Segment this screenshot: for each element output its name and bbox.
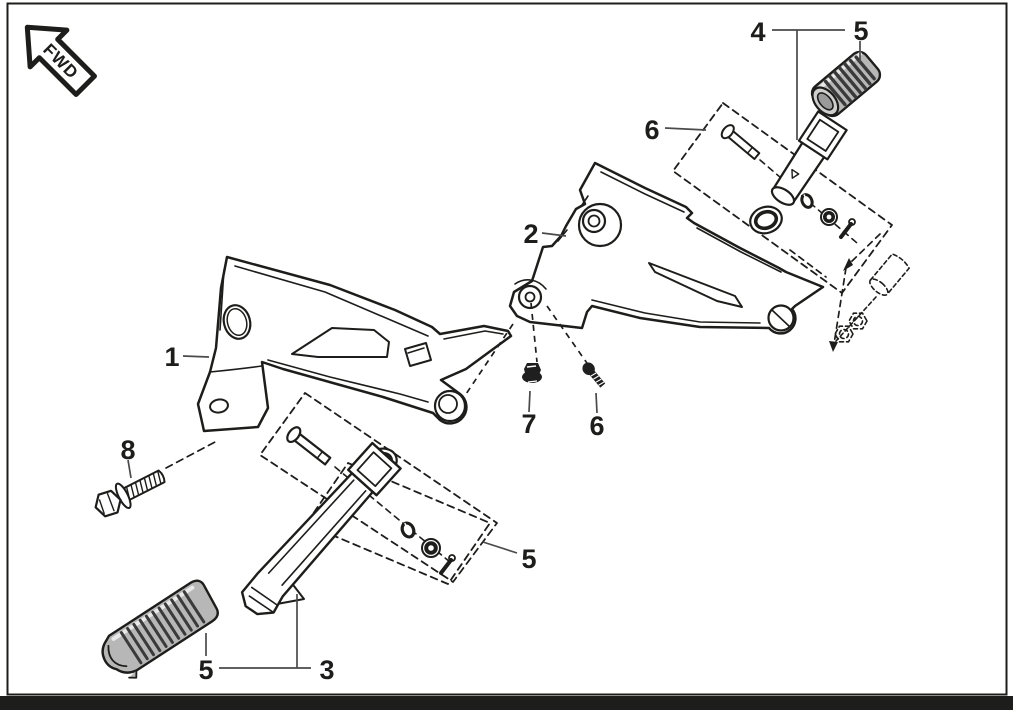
left-bracket-oval-hole xyxy=(222,304,252,340)
phantom-boss-cylinder xyxy=(869,253,910,296)
callout-5-bottom: 5 xyxy=(198,655,213,685)
upper-cotter-pin xyxy=(839,218,856,239)
upper-o-ring xyxy=(749,205,783,235)
callout-7: 7 xyxy=(521,409,536,439)
lower-clip xyxy=(400,521,416,539)
lower-washer xyxy=(421,538,441,558)
bolt-dashed-leader xyxy=(165,441,216,469)
callout-leader-lines xyxy=(127,29,861,669)
callout-4: 4 xyxy=(750,17,765,47)
right-bracket-cutout xyxy=(648,262,743,308)
callout-2: 2 xyxy=(523,219,538,249)
callout-6-bottom: 6 xyxy=(589,411,604,441)
phantom-frame-parts xyxy=(789,233,910,352)
fastener-dashed-leaders xyxy=(463,302,590,398)
callout-6-top: 6 xyxy=(644,115,659,145)
lower-clevis-pin xyxy=(286,426,332,466)
lower-kit-dashed-box xyxy=(259,392,498,583)
mount-arrow-upper xyxy=(848,233,881,265)
upper-kit-axis-dashed-line xyxy=(759,159,858,244)
upper-clevis-pin xyxy=(720,124,761,160)
lock-nut xyxy=(522,363,542,383)
left-bracket-cutout xyxy=(291,327,390,358)
phantom-hex-nuts xyxy=(834,312,868,343)
lower-footpeg-kit xyxy=(101,392,498,679)
mount-arrow-lower xyxy=(833,267,847,345)
callout-5-top: 5 xyxy=(853,16,868,46)
callout-5-right: 5 xyxy=(521,544,536,574)
callout-3: 3 xyxy=(319,655,334,685)
small-screw xyxy=(582,362,606,388)
callout-1: 1 xyxy=(164,342,179,372)
page-border xyxy=(6,2,1008,696)
lower-smallparts-dashed-box xyxy=(305,462,491,585)
upper-footpeg-body xyxy=(770,110,848,206)
flange-bolt xyxy=(94,441,216,518)
left-bracket-foot-hole xyxy=(209,398,229,414)
left-bracket-clip xyxy=(404,342,432,367)
left-footrest-bracket xyxy=(196,255,513,433)
lower-footpeg-body xyxy=(240,441,402,616)
callout-8: 8 xyxy=(120,435,135,465)
lower-cotter-pin xyxy=(439,554,456,575)
footer-bar xyxy=(0,696,1013,710)
upper-rubber-footpeg xyxy=(810,50,882,118)
upper-washer xyxy=(820,208,838,226)
lower-rubber-footpeg xyxy=(101,579,219,679)
callout-numbers: 1 2 3 4 5 5 5 6 6 7 8 xyxy=(120,16,868,685)
right-footrest-bracket xyxy=(508,161,825,335)
upper-clip xyxy=(800,193,814,209)
